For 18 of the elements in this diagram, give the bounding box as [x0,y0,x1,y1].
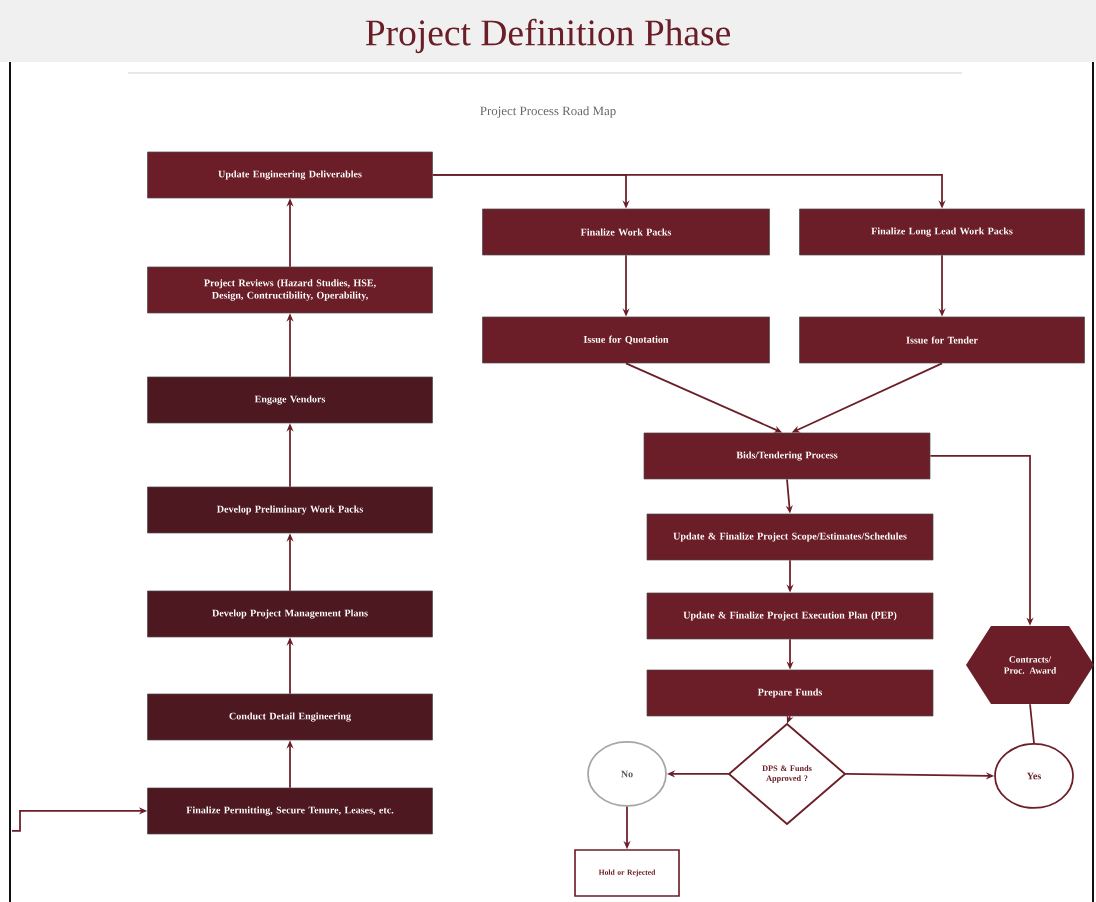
process-box: Bids/Tendering Process [643,432,931,480]
process-box: Prepare Funds [646,669,934,717]
hexagon: Contracts/ Proc. Award [966,626,1094,704]
process-box: Finalize Work Packs [482,208,770,256]
process-box: Finalize Permitting, Secure Tenure, Leases, etc. [147,787,433,835]
title: Project Definition Phase [365,18,730,54]
subtitle: Project Process Road Map [480,106,616,118]
process-box: Update & Finalize Project Execution Plan (PEP) [646,592,934,640]
process-box: Finalize Long Lead Work Packs [799,208,1085,256]
process-box: Issue for Quotation [482,316,770,364]
process-box: Project Reviews (Hazard Studies, HSE, Design, Contructibility, Operability, [147,266,433,314]
process-box: Conduct Detail Engineering [147,693,433,741]
process-box: Develop Project Management Plans [147,590,433,638]
process-box: Engage Vendors [147,376,433,424]
process-box: Develop Preliminary Work Packs [147,486,433,534]
process-box: Issue for Tender [799,316,1085,364]
process-box: Update Engineering Deliverables [147,151,433,199]
process-box: Update & Finalize Project Scope/Estimates/Schedules [646,513,934,561]
